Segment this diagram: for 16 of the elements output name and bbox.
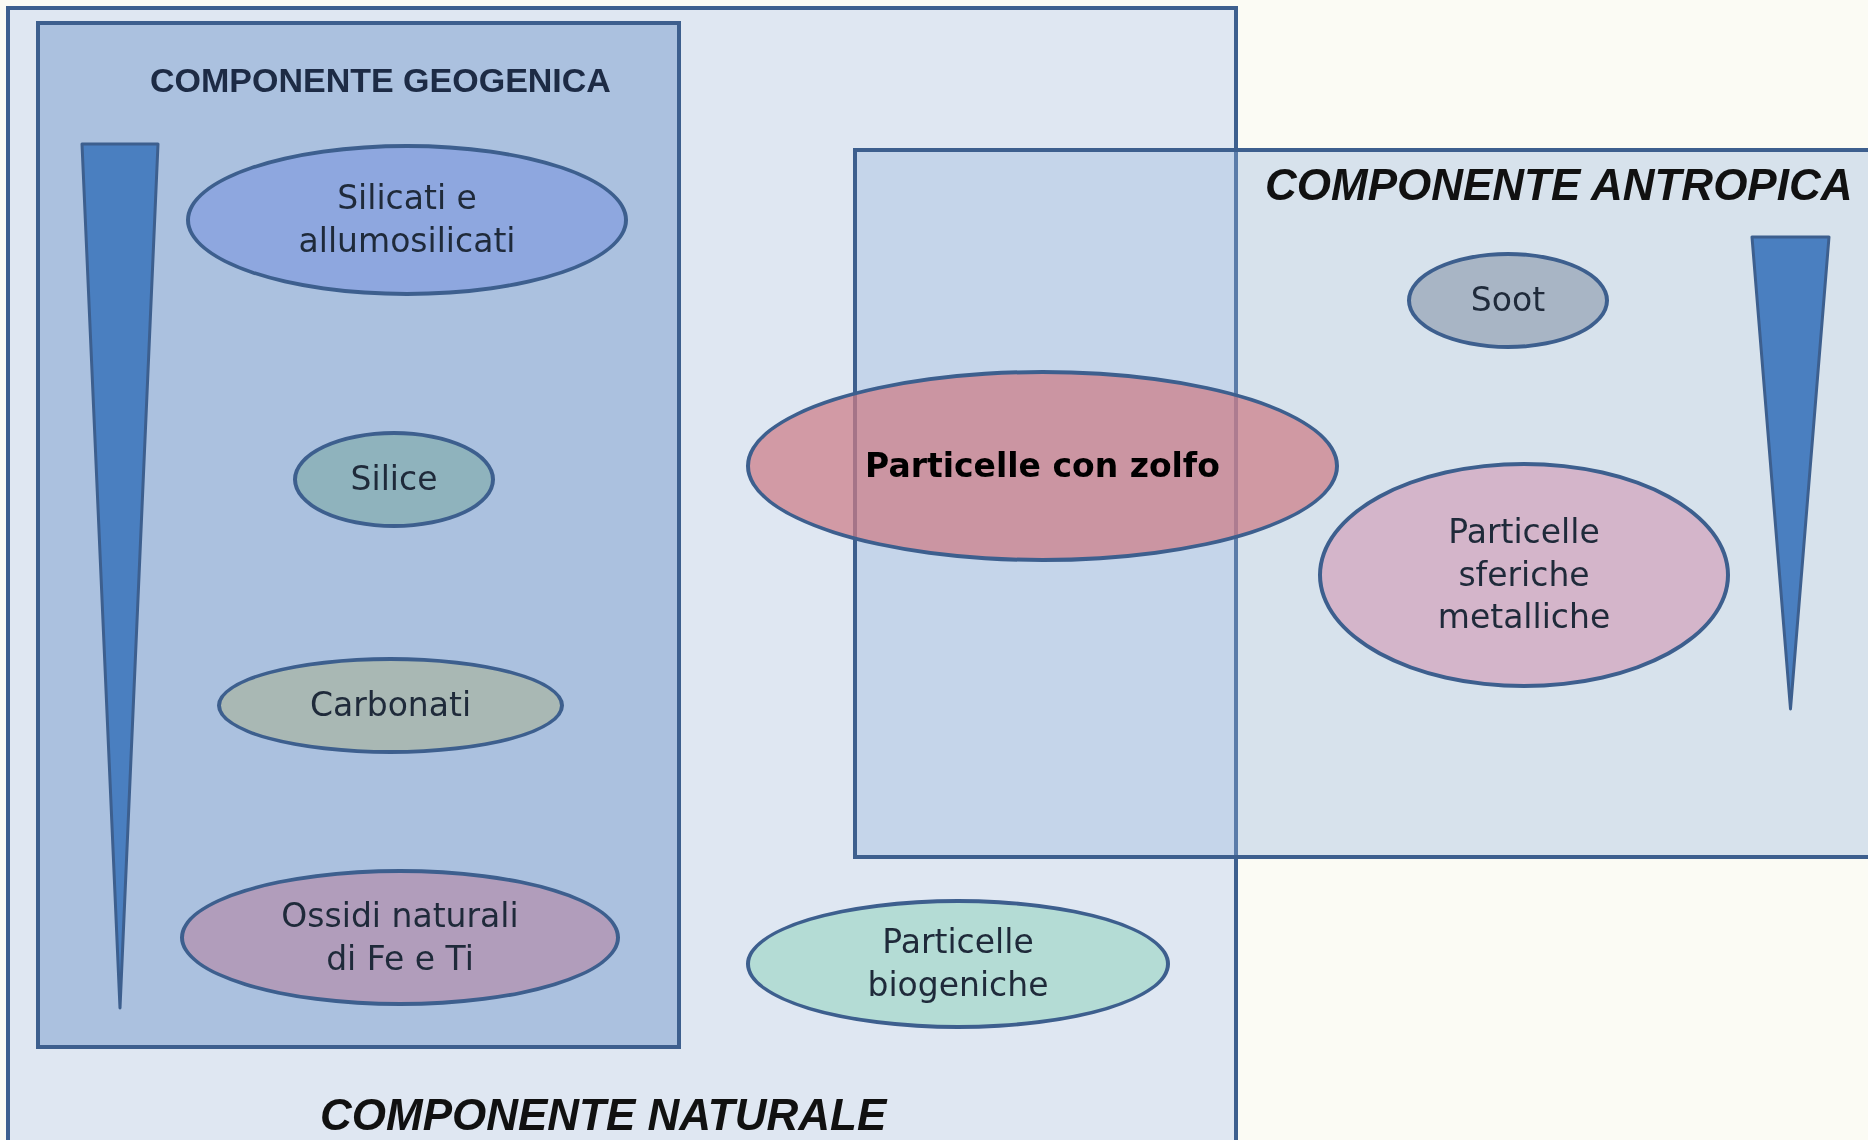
node-label: Soot bbox=[1469, 279, 1547, 322]
group-title: COMPONENTE GEOGENICA bbox=[150, 61, 611, 100]
tapered-wedge bbox=[80, 142, 160, 1010]
node-label: Particelle sferiche metalliche bbox=[1436, 510, 1612, 639]
node-label: Silice bbox=[349, 458, 439, 501]
group-box bbox=[6, 6, 1238, 1140]
node-label: Particelle con zolfo bbox=[864, 444, 1221, 487]
node-label: Ossidi naturali di Fe e Ti bbox=[280, 894, 520, 980]
group-box bbox=[36, 21, 681, 1049]
group-box bbox=[853, 148, 1868, 859]
node-label: Particelle biogeniche bbox=[866, 921, 1050, 1006]
node-label: Silicati e allumosilicati bbox=[297, 177, 517, 262]
tapered-wedge bbox=[1750, 235, 1831, 711]
group-title: COMPONENTE NATURALE bbox=[320, 1090, 887, 1140]
node-label: Carbonati bbox=[308, 684, 473, 727]
group-title: COMPONENTE ANTROPICA bbox=[1265, 160, 1853, 210]
